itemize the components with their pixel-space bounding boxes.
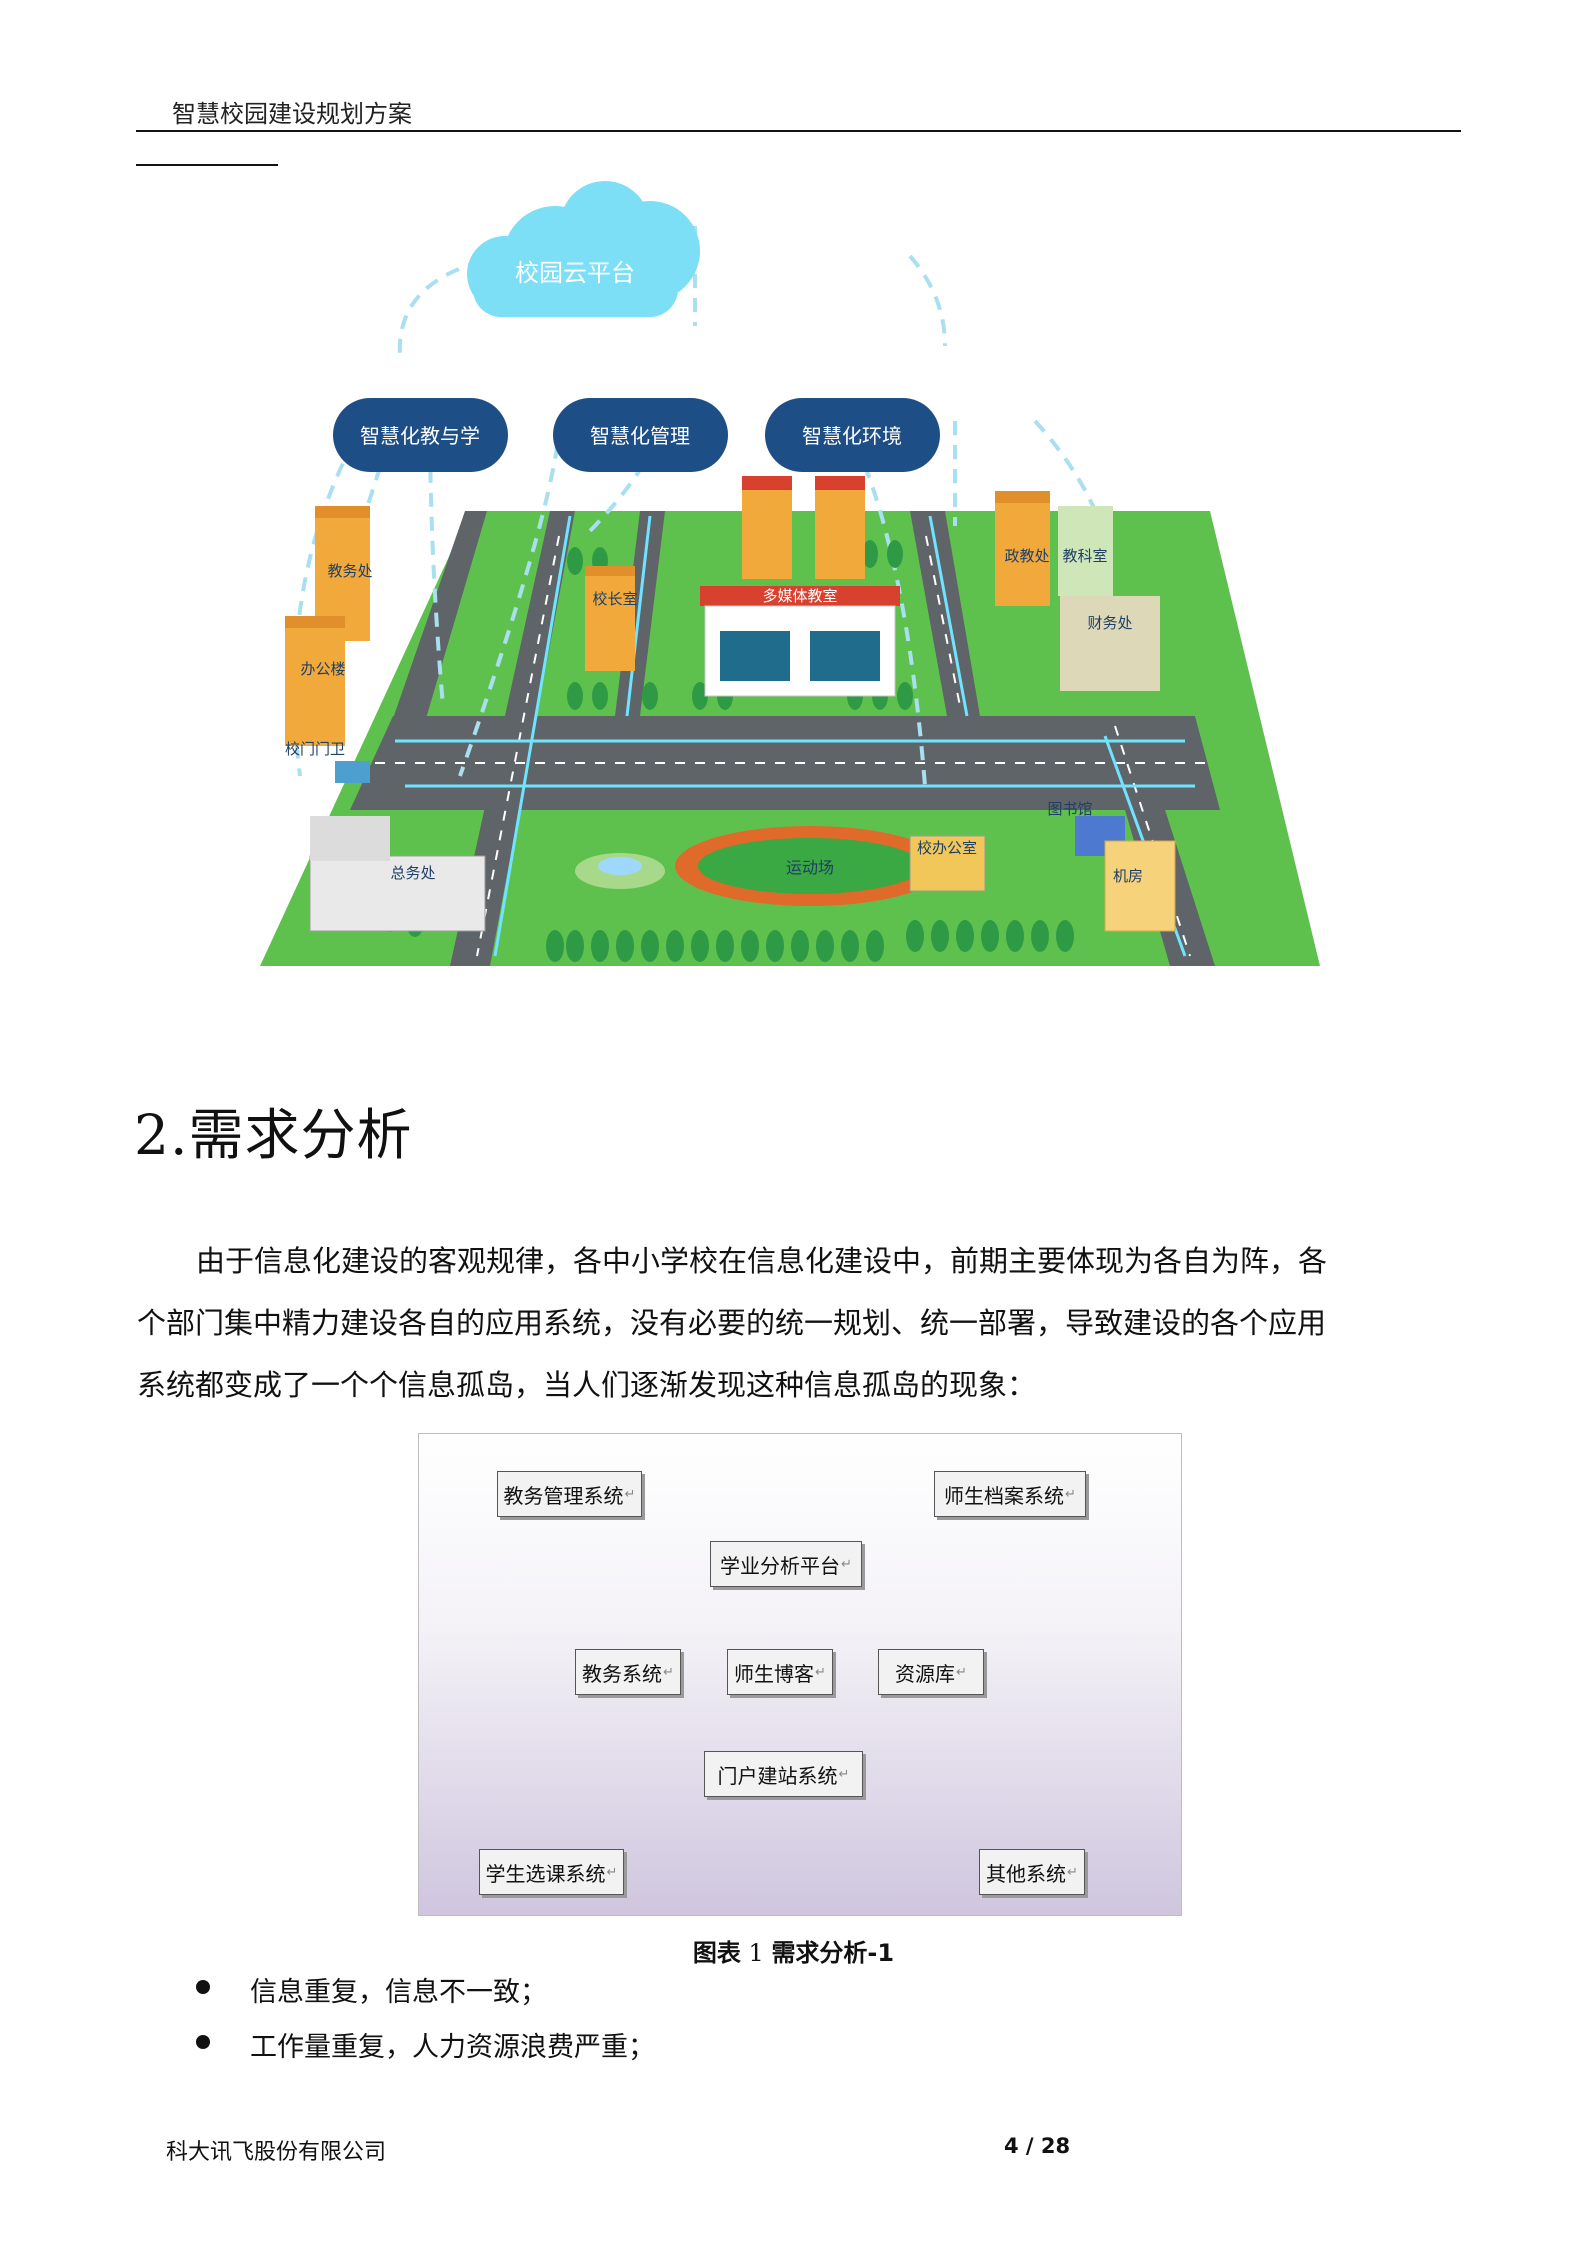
building-xiaobangongshi: 校办公室 (909, 835, 986, 892)
system-box-qita: 其他系统↵ (979, 1849, 1085, 1895)
footer-page-number: 4 / 28 (1004, 2134, 1071, 2158)
pillar-management: 智慧化管理 (553, 398, 728, 472)
system-box-shisheng-boke: 师生博客↵ (727, 1649, 833, 1695)
bullet-text: 信息重复，信息不一致； (250, 1977, 547, 2008)
building-xiaomen: 校门门卫 (285, 740, 370, 783)
svg-text:图书馆: 图书馆 (1047, 800, 1092, 818)
pillar-teaching: 智慧化教与学 (333, 398, 508, 472)
header-short-rule (136, 164, 278, 166)
svg-text:智慧化管理: 智慧化管理 (590, 424, 690, 448)
footer-company: 科大讯飞股份有限公司 (166, 2140, 387, 2165)
cloud-shape (467, 181, 700, 317)
svg-text:政教处: 政教处 (1004, 547, 1049, 565)
building-jifang: 机房 (1104, 840, 1176, 932)
svg-text:办公楼: 办公楼 (300, 660, 345, 678)
svg-text:智慧化教与学: 智慧化教与学 (360, 424, 480, 448)
svg-text:财务处: 财务处 (1087, 614, 1132, 632)
system-box-xueye-fenxi: 学业分析平台↵ (710, 1541, 862, 1587)
figure-information-islands: 教务管理系统↵ 师生档案系统↵ 学业分析平台↵ 教务系统↵ 师生博客↵ 资源库↵… (418, 1433, 1182, 1916)
paragraph-line-2: 个部门集中精力建设各自的应用系统，没有必要的统一规划、统一部署，导致建设的各个应… (137, 1306, 1327, 1340)
paragraph-line-3: 系统都变成了一个个信息孤岛，当人们逐渐发现这种信息孤岛的现象： (137, 1368, 1037, 1402)
building-zhengjiaochu: 政教处 (995, 491, 1050, 606)
header-title: 智慧校园建设规划方案 (172, 100, 412, 128)
svg-text:多媒体教室: 多媒体教室 (762, 587, 837, 605)
smart-campus-illustration: 校园云平台 智慧化教与学 智慧化管理 智慧化环境 教务处 办公楼 (260, 181, 1320, 966)
system-box-menhu-jianzhan: 门户建站系统↵ (704, 1751, 863, 1797)
cloud-label: 校园云平台 (515, 259, 635, 287)
building-xiaozhangshi: 校长室 (585, 566, 638, 671)
svg-text:机房: 机房 (1113, 867, 1143, 885)
svg-text:运动场: 运动场 (786, 858, 834, 877)
system-box-shisheng-dangan: 师生档案系统↵ (934, 1471, 1086, 1517)
sports-field: 运动场 (675, 826, 945, 906)
building-towers (742, 476, 865, 579)
system-box-jiaowu: 教务系统↵ (575, 1649, 681, 1695)
header-rule (136, 130, 1461, 132)
fountain (575, 853, 665, 889)
building-bangonglou: 办公楼 (285, 616, 346, 746)
figure-caption: 图表 1 需求分析-1 (0, 1933, 1587, 1968)
svg-text:校长室: 校长室 (592, 590, 637, 608)
caption-label: 图表 (692, 1939, 741, 1967)
system-box-xuesheng-xuanke: 学生选课系统↵ (479, 1849, 624, 1895)
building-caiwuchu: 财务处 (1060, 596, 1160, 691)
svg-text:教科室: 教科室 (1062, 547, 1107, 565)
svg-text:校办公室: 校办公室 (917, 839, 977, 857)
caption-text: 需求分析-1 (771, 1939, 895, 1967)
building-jiaokeshi: 教科室 (1058, 506, 1113, 596)
section-paragraph: 由于信息化建设的客观规律，各中小学校在信息化建设中，前期主要体现为各自为阵，各 … (137, 1230, 1461, 1416)
svg-text:总务处: 总务处 (390, 864, 435, 882)
system-box-ziyuanku: 资源库↵ (878, 1649, 984, 1695)
bullet-text: 工作量重复，人力资源浪费严重； (250, 2032, 655, 2063)
system-box-jiaowu-guanli: 教务管理系统↵ (497, 1471, 642, 1517)
pillar-environment: 智慧化环境 (765, 398, 940, 472)
building-zongwuchu: 总务处 (309, 816, 486, 932)
network-lines (395, 515, 1195, 957)
bullet-dot-icon (196, 2035, 210, 2049)
caption-number: 1 (748, 1939, 764, 1967)
building-duomeiti: 多媒体教室 (700, 586, 900, 697)
svg-text:教务处: 教务处 (327, 562, 372, 580)
svg-text:智慧化环境: 智慧化环境 (802, 424, 902, 448)
section-title: 2.需求分析 (134, 1103, 413, 1167)
bullet-dot-icon (196, 1980, 210, 1994)
paragraph-line-1: 由于信息化建设的客观规律，各中小学校在信息化建设中，前期主要体现为各自为阵，各 (196, 1244, 1328, 1278)
svg-text:校门门卫: 校门门卫 (285, 740, 345, 758)
